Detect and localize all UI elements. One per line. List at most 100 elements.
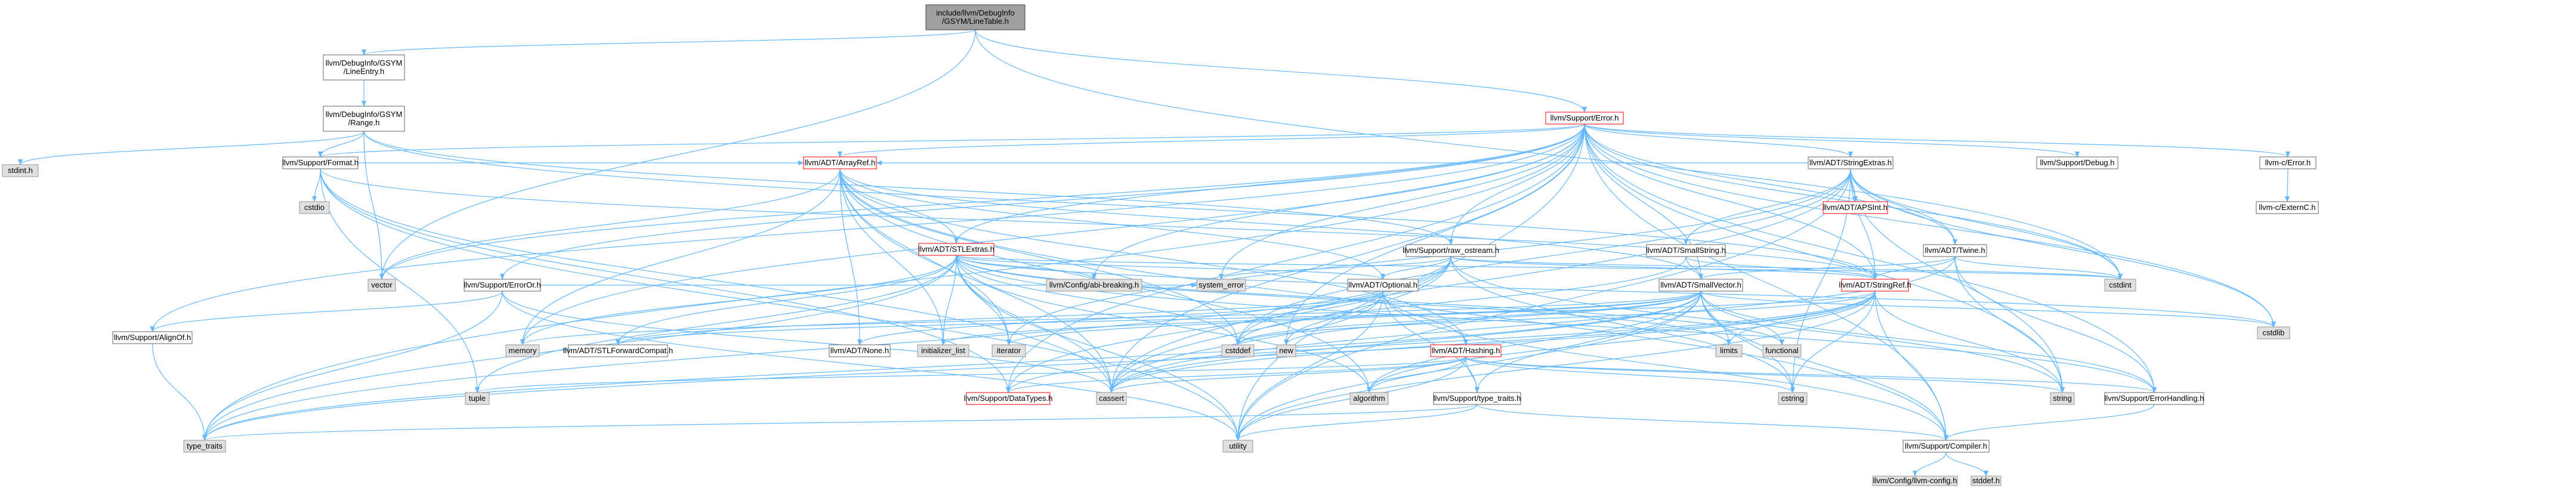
node-box-limits [1715, 344, 1743, 357]
edge-smallstring-to-stringref [1685, 256, 1877, 280]
edge-typetraitsllvm-to-utility [1236, 404, 1478, 441]
node-stringextras[interactable]: llvm/ADT/StringExtras.h [1808, 156, 1894, 169]
node-cstddef[interactable]: cstddef [1221, 344, 1255, 357]
node-label-systemerror: system_error [1199, 280, 1244, 289]
node-vector[interactable]: vector [367, 279, 396, 292]
edge-stringextras-to-twine [1850, 168, 1957, 245]
edge-hashing-to-typetraitsllvm [1465, 356, 1479, 393]
edge-error-to-cassert [1109, 123, 1585, 393]
node-externc[interactable]: llvm-c/ExternC.h [2256, 201, 2319, 214]
node-label-cerror: llvm-c/Error.h [2265, 158, 2311, 167]
node-box-stringref [1841, 279, 1909, 292]
node-cerror[interactable]: llvm-c/Error.h [2259, 156, 2316, 169]
node-cstdlib[interactable]: cstdlib [2257, 326, 2290, 339]
node-initlist[interactable]: initializer_list [917, 344, 969, 357]
node-iterator[interactable]: iterator [992, 344, 1026, 357]
node-cstdio[interactable]: cstdio [299, 201, 330, 214]
node-stdint[interactable]: stdint.h [2, 164, 39, 177]
node-range[interactable]: llvm/DebugInfo/GSYM/Range.h [323, 106, 405, 132]
node-label-functional: functional [1765, 346, 1799, 355]
node-format[interactable]: llvm/Support/Format.h [282, 156, 359, 169]
node-stlextras[interactable]: llvm/ADT/STLExtras.h [918, 243, 994, 256]
node-box-datatypes [966, 392, 1051, 405]
node-arrayref[interactable]: llvm/ADT/ArrayRef.h [803, 156, 877, 169]
edge-error-to-cstdlib [1584, 123, 2276, 328]
node-apsint[interactable]: llvm/ADT/APSInt.h [1823, 201, 1888, 214]
node-box-new [1276, 344, 1296, 357]
node-cassert[interactable]: cassert [1096, 392, 1127, 405]
node-label-cstring: cstring [1781, 394, 1804, 403]
node-debug[interactable]: llvm/Support/Debug.h [2036, 156, 2118, 169]
node-optional[interactable]: llvm/ADT/Optional.h [1347, 279, 1419, 292]
edge-rawostream-to-stringref [1450, 256, 1877, 280]
node-smallstring[interactable]: llvm/ADT/SmallString.h [1646, 244, 1726, 257]
node-label-iterator: iterator [997, 346, 1021, 355]
edge-format-to-cassert [320, 168, 1114, 393]
edge-stringextras-to-cstdint [1850, 168, 2123, 280]
node-stddef[interactable]: stddef.h [1970, 475, 2002, 486]
edge-error-to-alignof [150, 123, 1585, 332]
edge-error-to-errorhandling [1584, 123, 2157, 393]
edge-smallvector-to-typetraitsllvm [1475, 291, 1701, 393]
edge-range-to-stringref [363, 131, 1877, 280]
edge-smallvector-to-compiler [1700, 291, 1948, 441]
node-stlforward[interactable]: llvm/ADT/STLForwardCompat.h [563, 344, 673, 357]
node-memory[interactable]: memory [505, 344, 540, 357]
node-errorhandling[interactable]: llvm/Support/ErrorHandling.h [2104, 392, 2204, 405]
node-systemerror[interactable]: system_error [1196, 279, 1246, 292]
edge-smallvector-to-algorithm [1367, 291, 1701, 393]
edge-arrayref-to-optional [839, 168, 1385, 280]
node-label-lineentry: /LineEntry.h [344, 67, 384, 76]
node-erroror[interactable]: llvm/Support/ErrorOr.h [464, 279, 541, 292]
node-error[interactable]: llvm/Support/Error.h [1545, 112, 1624, 125]
edge-arrayref-to-cstddef [839, 168, 1240, 345]
node-box-cerror [2259, 156, 2316, 169]
node-box-stddef [1970, 475, 2002, 486]
node-typetraits[interactable]: type_traits [183, 440, 226, 453]
node-label-compiler: llvm/Support/Compiler.h [1905, 441, 1987, 450]
node-label-llvmconfig: llvm/Config/llvm-config.h [1873, 476, 1957, 485]
node-box-typetraitsllvm [1433, 392, 1521, 405]
node-stringref[interactable]: llvm/ADT/StringRef.h [1839, 279, 1911, 292]
node-twine[interactable]: llvm/ADT/Twine.h [1923, 244, 1987, 257]
edge-stringref-to-cstddef [1236, 291, 1876, 345]
node-box-vector [367, 279, 396, 292]
edge-compiler-to-llvmconfig [1913, 452, 1947, 477]
node-compiler[interactable]: llvm/Support/Compiler.h [1902, 440, 1990, 453]
node-box-cstddef [1221, 344, 1255, 357]
node-tuple[interactable]: tuple [465, 392, 490, 405]
node-label-arrayref: llvm/ADT/ArrayRef.h [805, 158, 875, 167]
node-typetraitsllvm[interactable]: llvm/Support/type_traits.h [1433, 392, 1521, 405]
node-label-stringref: llvm/ADT/StringRef.h [1839, 280, 1911, 289]
node-utility[interactable]: utility [1222, 440, 1253, 453]
node-functional[interactable]: functional [1762, 344, 1802, 357]
node-datatypes[interactable]: llvm/Support/DataTypes.h [964, 392, 1053, 405]
node-cstdint[interactable]: cstdint [2104, 279, 2136, 292]
node-string[interactable]: string [2050, 392, 2075, 405]
edge-hashing-to-errorhandling [1465, 356, 2157, 393]
node-lineentry[interactable]: llvm/DebugInfo/GSYM/LineEntry.h [323, 54, 405, 81]
node-none[interactable]: llvm/ADT/None.h [829, 344, 891, 357]
node-smallvector[interactable]: llvm/ADT/SmallVector.h [1658, 279, 1743, 292]
edge-error-to-debug [1584, 123, 2080, 157]
node-algorithm[interactable]: algorithm [1349, 392, 1389, 405]
edge-stlextras-to-cstdlib [956, 255, 2276, 328]
edge-erroror-to-typetraits [202, 291, 503, 441]
node-abibreaking[interactable]: llvm/Config/abi-breaking.h [1046, 279, 1142, 292]
node-box-hashing [1430, 344, 1502, 357]
node-root[interactable]: include/llvm/DebugInfo/GSYM/LineTable.h [925, 4, 1026, 30]
node-box-memory [505, 344, 540, 357]
node-llvmconfig[interactable]: llvm/Config/llvm-config.h [1872, 475, 1958, 486]
edge-smallstring-to-cstddef [1236, 256, 1687, 345]
node-rawostream[interactable]: llvm/Support/raw_ostream.h [1403, 244, 1499, 257]
node-box-smallstring [1646, 244, 1726, 257]
node-box-error [1545, 112, 1624, 125]
node-cstring[interactable]: cstring [1778, 392, 1808, 405]
node-limits[interactable]: limits [1715, 344, 1743, 357]
node-alignof[interactable]: llvm/Support/AlignOf.h [112, 331, 193, 344]
edge-optional-to-new [1284, 291, 1383, 345]
edge-smallvector-to-memory [520, 291, 1701, 345]
node-hashing[interactable]: llvm/ADT/Hashing.h [1430, 344, 1502, 357]
node-new[interactable]: new [1276, 344, 1296, 357]
